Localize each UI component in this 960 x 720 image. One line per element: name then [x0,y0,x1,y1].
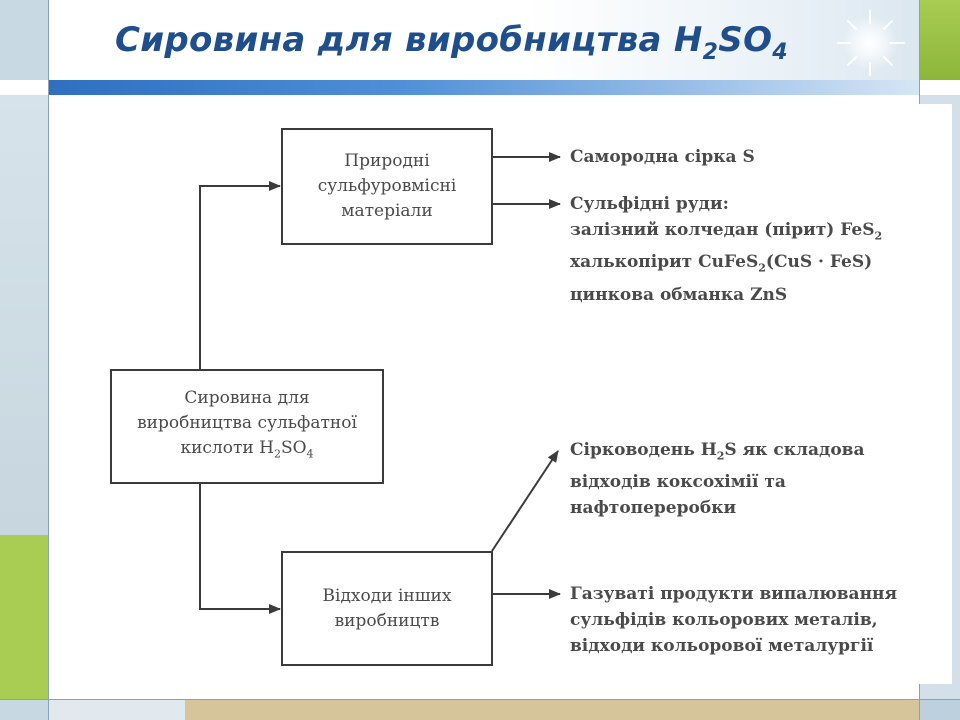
root-node: Сировина для виробництва сульфатної кисл… [110,369,384,484]
frame-right-green [920,0,960,80]
frame-left-top [0,0,48,80]
gaseous-products-line3: відходи кольорової металургії [570,636,874,656]
arrow-root-to-waste [199,484,281,614]
sulfide-ores-label: Сульфідні руди: залізний колчедан (пірит… [570,191,882,308]
waste-node-line2: виробництв [334,610,440,631]
frame-line-left [48,0,49,720]
native-sulfur-label: Самородна сірка S [570,147,755,167]
page-title: Сировина для виробництва H2SO4 [115,20,788,65]
frame-line-bottom [0,699,960,700]
arrow-root-to-natural [199,181,281,369]
sparkle-icon [837,10,905,76]
title-background [49,0,919,80]
hydrogen-sulfide-label: Сірководень H2S як складова відходів кок… [570,437,864,521]
natural-node-line1: Природні [344,151,430,171]
sulfide-ores-line2: залізний колчедан (пірит) FeS2 [570,220,883,243]
frame-right-bottom [920,700,960,720]
frame-left-bottom [0,700,48,720]
frame-left-green [0,535,48,700]
sulfide-ores-line1: Сульфідні руди: [570,194,729,214]
natural-node-line2: сульфуровмісні [317,176,457,196]
diagram-connectors [199,152,561,614]
sulfide-ores-line3: халькопірит CuFeS2(CuS · FeS) [570,252,873,275]
gaseous-products-line1: Газуваті продукти випалювання [570,584,898,604]
hydrogen-sulfide-line2: відходів коксохімії та [570,472,786,493]
natural-materials-node: Природні сульфуровмісні матеріали [281,128,493,245]
hydrogen-sulfide-line3: нафтопереробки [570,498,737,519]
root-node-line3: кислоти H2SO4 [180,438,314,461]
arrow-to-hydrogen-sulfide [491,450,559,552]
frame-bottom-tan [185,700,920,720]
title-underline-bar [48,80,920,95]
frame-left-middle [0,95,48,535]
natural-node-line3: матеріали [341,201,433,221]
frame-bottom-light [49,700,185,720]
diagram-panel: Сировина для виробництва сульфатної кисл… [55,104,952,684]
waste-node: Відходи інших виробництв [281,551,493,666]
sulfide-ores-line4: цинкова обманка ZnS [570,284,788,305]
gaseous-products-label: Газуваті продукти випалювання сульфідів … [570,581,897,659]
root-node-line2: виробництва сульфатної [137,413,357,434]
root-node-line1: Сировина для [184,388,310,409]
gaseous-products-line2: сульфідів кольорових металів, [570,610,878,630]
waste-node-line1: Відходи інших [322,585,452,606]
hydrogen-sulfide-line1: Сірководень H2S як складова [570,440,865,463]
